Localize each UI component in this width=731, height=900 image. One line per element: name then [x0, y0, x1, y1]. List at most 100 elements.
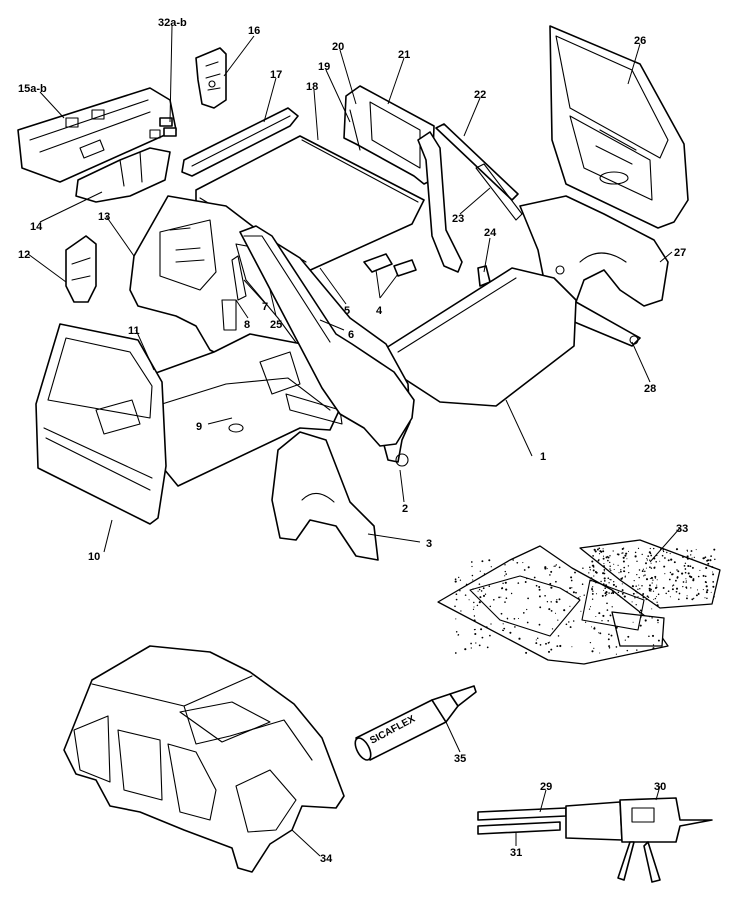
speckle-dot: [677, 570, 680, 573]
speckle-dot: [636, 560, 638, 563]
part-strip-22: [435, 123, 519, 201]
speckle-dot: [468, 599, 470, 601]
speckle-dot: [485, 626, 488, 629]
speckle-dot: [594, 571, 597, 573]
speckle-dot: [458, 576, 460, 579]
part-pillar-assembly: [231, 225, 415, 467]
speckle-dot: [684, 562, 687, 564]
speckle-dot: [490, 566, 492, 568]
speckle-dot: [627, 565, 630, 567]
speckle-dot: [554, 565, 556, 567]
speckle-dot: [569, 587, 572, 590]
speckle-dot: [606, 609, 609, 611]
speckle-dot: [620, 570, 622, 573]
speckle-dot: [455, 631, 458, 633]
callout-4: 4: [376, 305, 383, 317]
speckle-dot: [472, 588, 474, 590]
speckle-dot: [593, 580, 596, 582]
callout-28: 28: [644, 383, 656, 395]
speckle-dot: [637, 588, 639, 590]
speckle-dot: [636, 592, 638, 594]
speckle-dot: [640, 609, 643, 612]
speckle-dot: [655, 561, 657, 563]
callout-35: 35: [454, 753, 466, 765]
speckle-dot: [612, 591, 615, 594]
speckle-dot: [490, 623, 492, 625]
speckle-dot: [644, 570, 646, 573]
speckle-dot: [548, 641, 550, 643]
speckle-dot: [556, 599, 558, 601]
speckle-dot: [591, 598, 594, 600]
speckle-dot: [592, 579, 595, 581]
speckle-dot: [593, 548, 596, 551]
speckle-dot: [612, 583, 615, 586]
speckle-dot: [684, 571, 687, 574]
speckle-dot: [704, 556, 707, 559]
speckle-dot: [652, 644, 655, 646]
speckle-dot: [550, 609, 553, 612]
speckle-dot: [677, 598, 680, 601]
part-rear-trim-panel: [17, 87, 177, 183]
speckle-dot: [603, 565, 605, 568]
speckle-dot: [648, 635, 650, 637]
speckle-dot: [599, 632, 602, 635]
speckle-dot: [535, 642, 538, 645]
speckle-dot: [646, 558, 648, 560]
speckle-dot: [642, 593, 645, 595]
speckle-dot: [712, 573, 715, 576]
speckle-dot: [646, 559, 649, 561]
speckle-dots: [454, 547, 716, 655]
part-body-shell: [63, 645, 345, 873]
speckle-dot: [685, 586, 688, 589]
speckle-dot: [707, 562, 710, 565]
speckle-dot: [636, 649, 638, 651]
speckle-dot: [669, 596, 671, 598]
speckle-dot: [609, 568, 611, 570]
part-trim-block: [75, 147, 171, 203]
part-pillar-23: [417, 131, 523, 273]
speckle-dot: [588, 608, 591, 610]
speckle-dot: [647, 596, 650, 598]
speckle-dot: [599, 652, 601, 654]
speckle-dot: [601, 620, 603, 622]
speckle-dot: [502, 623, 504, 625]
speckle-dot: [712, 585, 715, 588]
speckle-dot: [614, 625, 616, 627]
speckle-dot: [686, 597, 688, 600]
callout-12: 12: [18, 249, 30, 261]
speckle-dot: [459, 579, 462, 581]
speckle-dot: [622, 556, 625, 559]
speckle-dot: [598, 632, 600, 634]
speckle-dot: [702, 574, 705, 577]
speckle-dot: [471, 565, 473, 568]
speckle-dot: [610, 579, 612, 581]
speckle-dot: [647, 555, 650, 557]
speckle-dot: [580, 610, 582, 612]
speckle-dot: [667, 590, 670, 593]
speckle-dot: [589, 569, 591, 571]
speckle-dot: [639, 624, 642, 627]
speckle-dot: [688, 575, 691, 578]
speckle-dot: [477, 590, 479, 592]
speckle-dot: [617, 591, 620, 594]
speckle-dot: [632, 621, 634, 623]
speckle-dot: [608, 582, 610, 584]
speckle-dot: [455, 598, 458, 601]
speckle-dot: [610, 569, 612, 572]
speckle-dot: [555, 564, 557, 566]
speckle-dot: [525, 651, 528, 654]
speckle-dot: [657, 622, 659, 624]
speckle-dot: [460, 610, 462, 612]
speckle-dot: [471, 574, 474, 577]
callout-13: 13: [98, 211, 110, 223]
speckle-dot: [650, 567, 653, 569]
speckle-dot: [656, 601, 658, 603]
speckle-dot: [595, 582, 597, 584]
speckle-dot: [613, 563, 615, 565]
callout-14: 14: [30, 221, 43, 233]
speckle-dot: [575, 591, 577, 594]
part-front-wing: [271, 431, 379, 561]
speckle-dot: [624, 639, 626, 641]
speckle-dot: [454, 580, 457, 583]
speckle-dot: [507, 618, 509, 620]
